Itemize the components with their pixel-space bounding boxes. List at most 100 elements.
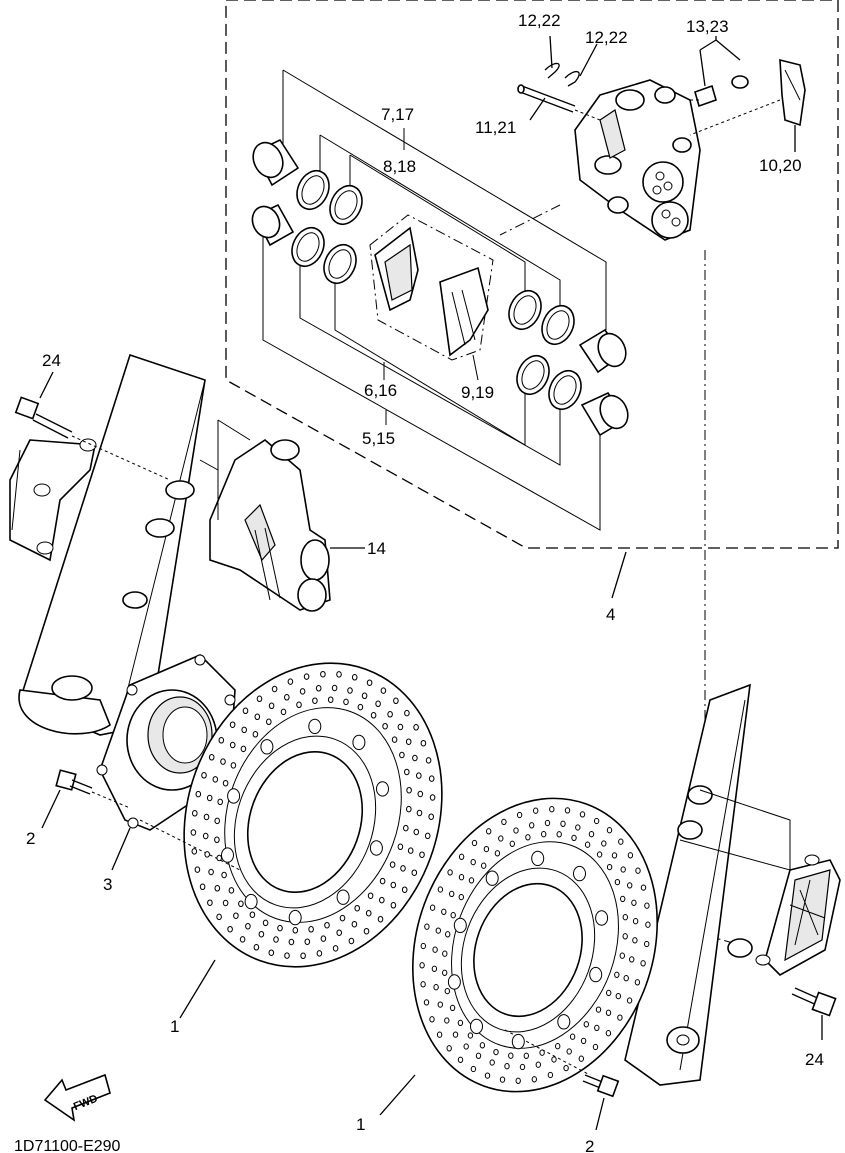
disc-hole [494, 850, 501, 857]
disc-hole [640, 960, 646, 967]
bolt-24-bottom [791, 987, 837, 1040]
disc-hole [614, 878, 621, 886]
disc-hole [556, 831, 562, 838]
disc-hole [220, 758, 226, 765]
disc-hole [533, 807, 539, 814]
fwd-arrow-icon: FWD [43, 1073, 111, 1122]
bolt-2-left [41, 769, 131, 829]
label-13-23: 13,23 [686, 17, 729, 36]
disc-hole [627, 852, 634, 859]
seal-right-3 [516, 354, 550, 396]
disc-hole [425, 757, 432, 764]
disc-hole [453, 917, 467, 934]
disc-hole [523, 1052, 529, 1059]
disc-hole [361, 692, 368, 700]
disc-hole [308, 718, 322, 735]
disc-hole [632, 937, 638, 944]
disc-hole [436, 1031, 443, 1038]
disc-hole [230, 762, 237, 769]
label-3: 3 [103, 875, 112, 894]
disc-hole [348, 937, 355, 945]
pad-spring [689, 58, 806, 152]
caliper-kit-boundary [225, 0, 839, 549]
disc-hole [280, 708, 287, 716]
disc-hole [252, 731, 259, 738]
disc-hole [614, 971, 620, 978]
disc-hole [284, 694, 290, 701]
brake-pads [369, 214, 494, 381]
disc-hole [370, 712, 377, 719]
disc-hole [208, 868, 214, 876]
bleed-screw [690, 36, 749, 108]
disc-hole [516, 811, 523, 819]
disc-hole [339, 914, 346, 922]
disc-hole [195, 790, 202, 798]
disc-hole [201, 772, 207, 779]
disc-hole [287, 678, 294, 685]
disc-hole [390, 881, 397, 889]
disc-hole [380, 687, 387, 694]
disc-hole [202, 832, 209, 840]
disc-hole [304, 938, 311, 945]
disc-hole [463, 1043, 469, 1050]
disc-hole [632, 918, 639, 925]
disc-hole [471, 839, 478, 847]
disc-hole [431, 965, 438, 972]
disc-hole [442, 950, 448, 957]
disc-hole [351, 674, 358, 681]
disc-hole [336, 929, 343, 936]
disc-hole [419, 962, 425, 969]
assembled-caliper [209, 438, 365, 612]
disc-hole [511, 1033, 525, 1050]
disc-hole [544, 819, 551, 827]
disc-hole [504, 1063, 510, 1070]
label-24-bottom: 24 [805, 1050, 824, 1069]
disc-hole [595, 910, 609, 926]
disc-hole [376, 781, 389, 797]
disc-hole [620, 895, 626, 903]
disc-hole [467, 1032, 474, 1039]
disc-hole [347, 687, 353, 694]
disc-hole [592, 1043, 599, 1051]
disc-hole [423, 999, 430, 1006]
disc-hole [365, 909, 372, 917]
disc-hole [578, 1055, 584, 1062]
disc-hole [489, 1059, 495, 1066]
disc-hole [441, 908, 447, 915]
seal-bottom-1 [291, 226, 325, 268]
disc-hole [416, 809, 423, 817]
disc-hole [420, 981, 426, 988]
disc-hole [406, 786, 412, 794]
label-6-16: 6,16 [364, 381, 397, 400]
disc-hole [192, 810, 198, 817]
disc-hole [508, 1052, 514, 1059]
disc-hole [254, 713, 261, 721]
disc-hole [273, 936, 279, 943]
disc-hole [615, 992, 621, 1000]
disc-hole [218, 737, 225, 744]
disc-hole [352, 734, 366, 751]
disc-hole [354, 904, 361, 912]
disc-hole [336, 889, 350, 905]
disc-hole [221, 871, 227, 879]
disc-hole [644, 902, 650, 909]
disc-hole [420, 942, 426, 950]
disc-hole [229, 741, 236, 749]
disc-hole [623, 975, 629, 982]
disc-hole [593, 817, 600, 825]
disc-hole [513, 827, 519, 834]
disc-hole [525, 834, 531, 841]
disc-hole [575, 824, 581, 831]
disc-hole [468, 877, 475, 884]
disc-hole [221, 847, 234, 863]
disc-hole [382, 722, 388, 730]
disc-hole [204, 851, 210, 858]
seal-right-1 [508, 289, 542, 331]
disc-hole [312, 697, 318, 704]
disc-hole [620, 866, 626, 873]
disc-hole [437, 886, 444, 893]
disc-hole [433, 984, 439, 991]
disc-hole [417, 790, 424, 798]
disc-hole [571, 834, 577, 842]
bolt-2-bottom [504, 1029, 620, 1131]
